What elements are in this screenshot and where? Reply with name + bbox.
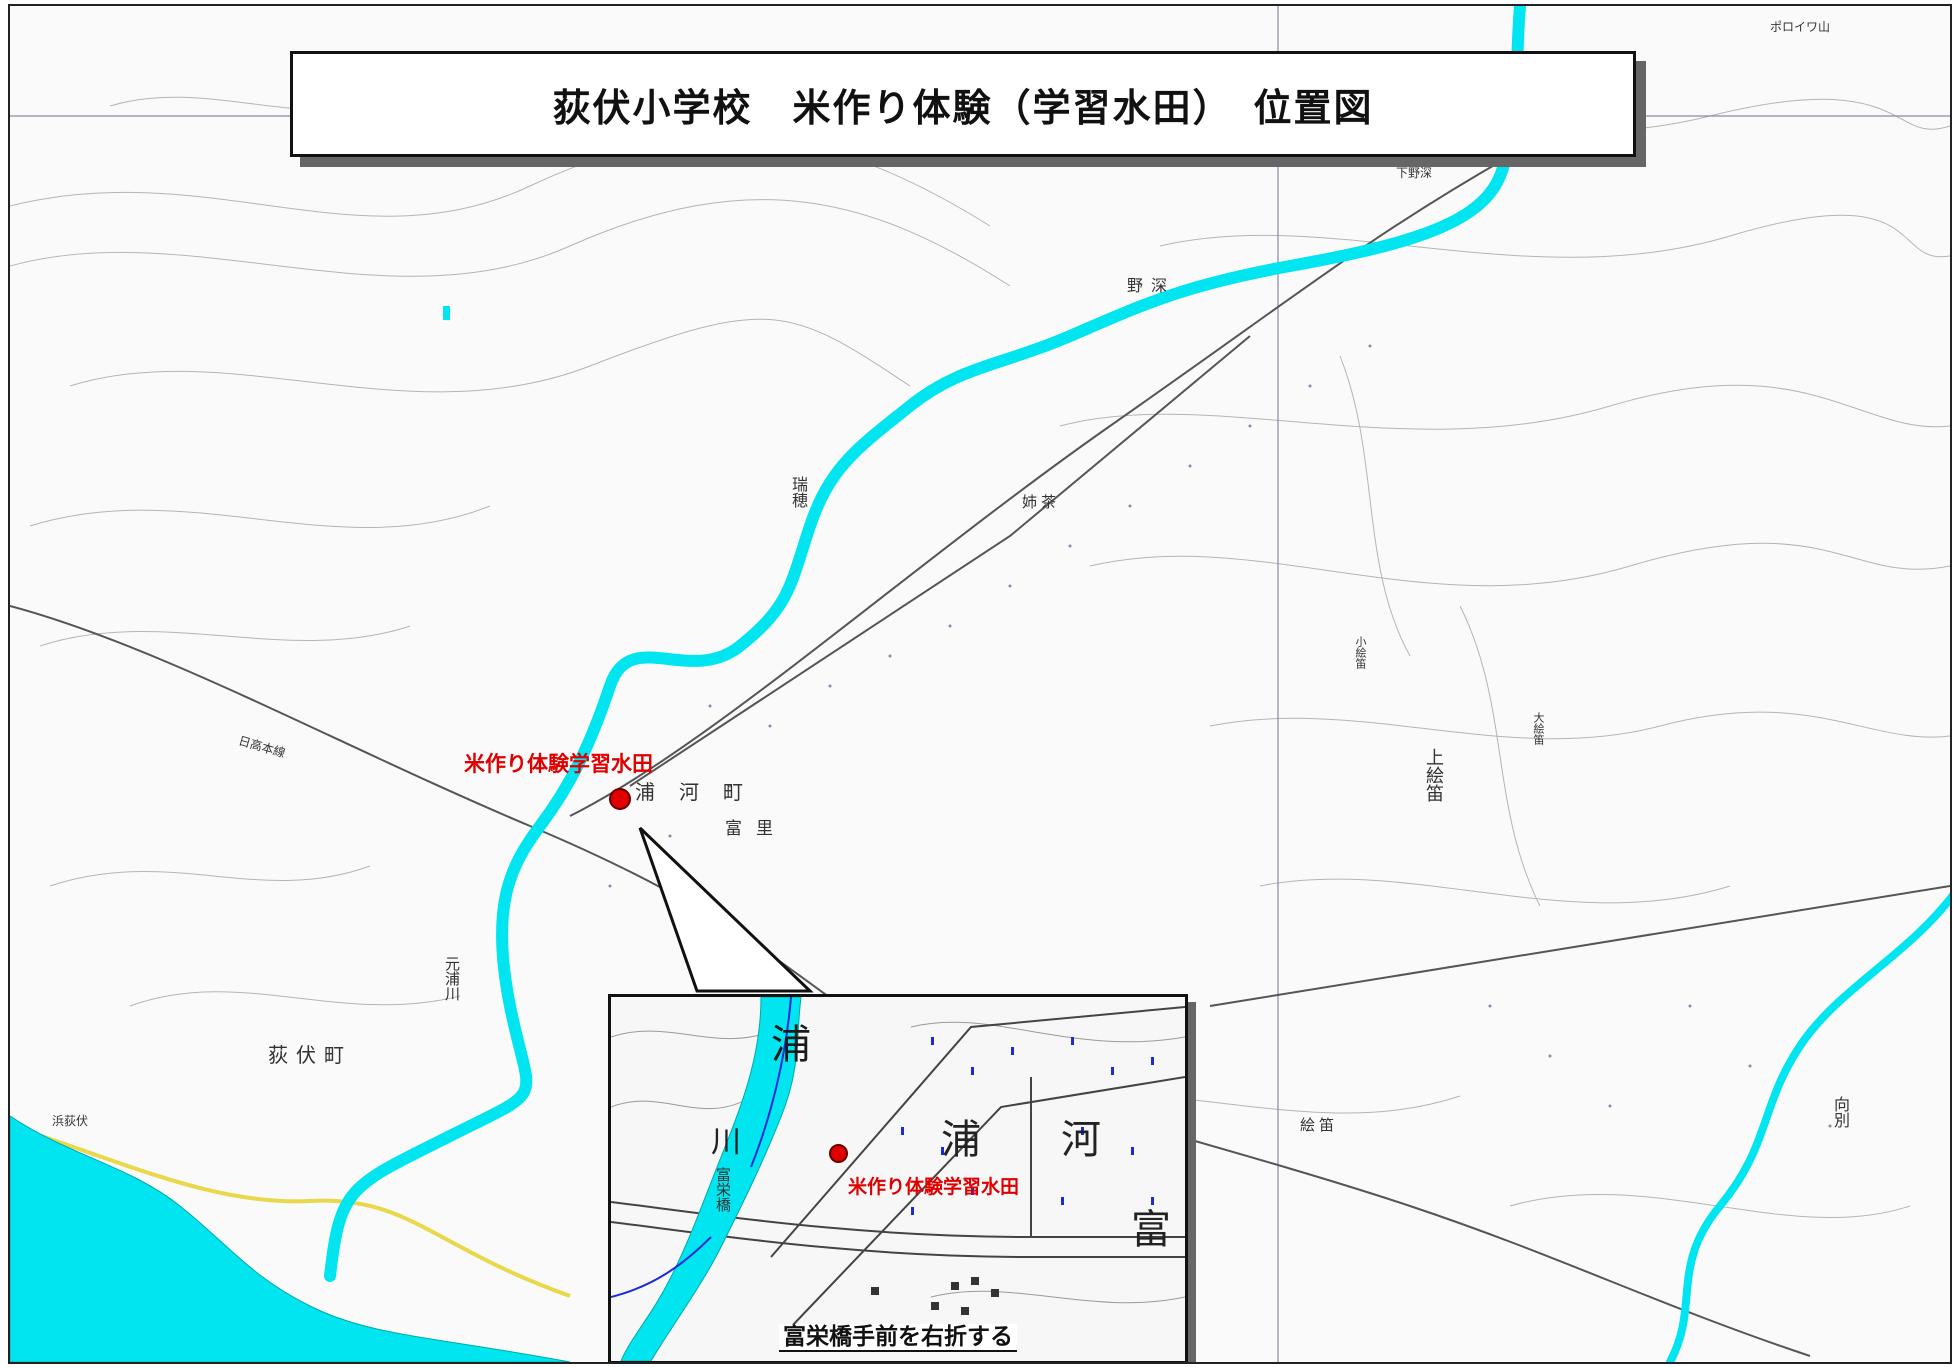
label-nofuka: 野深 bbox=[1127, 276, 1176, 295]
label-poroiwa-mountain: ポロイワ山 bbox=[1770, 20, 1831, 34]
inset-instruction: 富栄橋手前を右折する bbox=[611, 1317, 1185, 1352]
map-base-layer bbox=[10, 6, 1950, 1362]
label-shimonofuka: 下野深 bbox=[1396, 166, 1433, 180]
inset-base-layer bbox=[611, 997, 1185, 1361]
label-kamiefue: 上絵笛 bbox=[1423, 748, 1444, 802]
inset-label-ka: 河 bbox=[1061, 1117, 1101, 1163]
small-pond bbox=[443, 306, 450, 320]
label-muko-betsu: 向別 bbox=[1831, 1096, 1850, 1128]
label-myocha: 姉茶 bbox=[1022, 493, 1061, 511]
label-mizuho: 瑞穂 bbox=[789, 476, 808, 508]
map-title: 荻伏小学校 米作り体験（学習水田） 位置図 bbox=[552, 85, 1374, 130]
highway-road bbox=[10, 1124, 571, 1298]
inset-label-river: 川 bbox=[711, 1125, 741, 1160]
site-label: 米作り体験学習水田 bbox=[464, 752, 653, 776]
inset-label-tomisakae-bridge: 富栄橋 bbox=[714, 1167, 732, 1212]
inset-site-marker bbox=[829, 1144, 848, 1163]
paddy-symbols bbox=[608, 344, 1832, 1128]
label-ogifushi-town: 荻伏町 bbox=[268, 1043, 352, 1067]
topographic-map: 浦河町 富里 荻伏町 元浦川 野深 下野深 瑞穂 姉茶 上絵笛 絵笛 向別 ポロ… bbox=[8, 4, 1952, 1364]
inset-instruction-text: 富栄橋手前を右折する bbox=[779, 1324, 1017, 1352]
label-efue: 絵笛 bbox=[1300, 1116, 1339, 1134]
inset-site-label: 米作り体験学習水田 bbox=[848, 1176, 1020, 1198]
sea bbox=[10, 1115, 571, 1362]
inset-map: 浦 浦 河 富 川 富栄橋 米作り体験学習水田 富栄橋手前を右折する bbox=[608, 994, 1188, 1362]
label-hama-ogifushi: 浜荻伏 bbox=[52, 1114, 89, 1128]
label-motourakawa-river: 元浦川 bbox=[443, 956, 461, 1001]
inset-label-tomi: 富 bbox=[1131, 1207, 1171, 1253]
inset-label-ura: 浦 bbox=[941, 1117, 981, 1163]
label-oefue: 大絵笛 bbox=[1532, 712, 1545, 745]
site-marker bbox=[609, 788, 631, 810]
label-tomisato: 富里 bbox=[725, 819, 787, 839]
label-urakawa-town: 浦河町 bbox=[635, 780, 767, 804]
title-box: 荻伏小学校 米作り体験（学習水田） 位置図 bbox=[290, 51, 1636, 157]
callout-pointer bbox=[638, 826, 814, 993]
inset-label-ura-top: 浦 bbox=[771, 1022, 811, 1068]
label-koefue: 小絵笛 bbox=[1354, 636, 1367, 669]
motourakawa-river bbox=[324, 6, 1950, 1362]
